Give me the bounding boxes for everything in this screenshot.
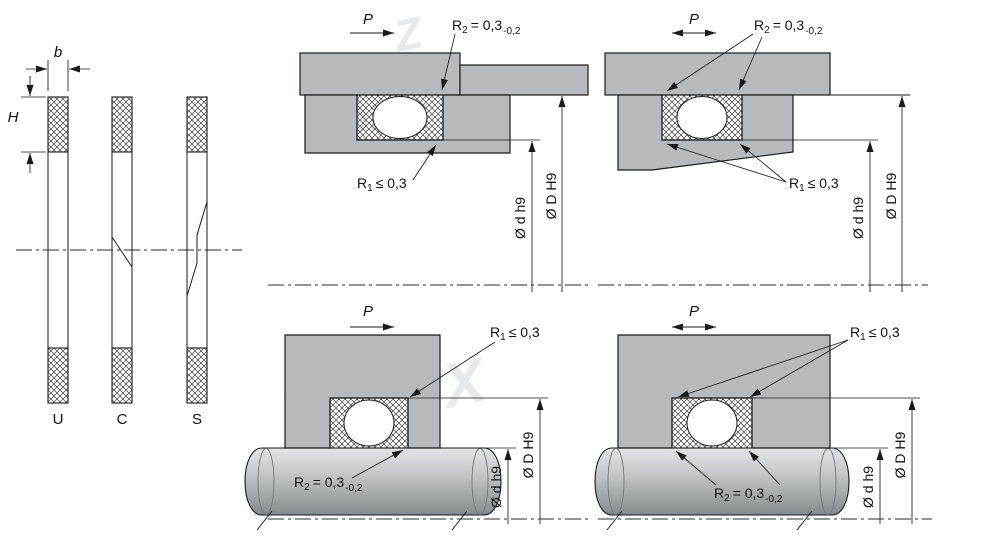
rod-end-cap [257,448,275,515]
leader-line [666,33,754,92]
dia-groove-label: Ø d h9 [850,197,866,239]
r1-radius-label: R1≤ 0,3 [789,175,839,194]
pressure-label: P [363,11,373,28]
dia-groove-label: Ø d h9 [512,197,528,239]
dia-groove-label: Ø d h9 [860,466,876,508]
r1-radius-label: R1≤ 0,3 [357,175,407,194]
rod-end-cap [607,448,625,515]
r2-radius-label: R2= 0,3-0,2 [294,474,363,494]
leader-line [409,341,496,398]
profile-type-label: S [192,411,202,428]
leader-line [739,143,787,183]
ring-section-hatch [47,347,69,404]
diagram-rod-seal-double: P Ø d h9 Ø D H9 R1≤ 0,3 R2= 0,3-0,2 [594,303,932,531]
pressure-label: P [689,303,699,320]
o-ring [343,399,395,447]
leader-line [351,449,404,479]
r2-radius-label: R2= 0,3-0,2 [714,485,783,505]
r2-radius-label: R2= 0,3-0,2 [754,17,823,37]
support-tick [451,510,468,531]
profile-ring-c [111,96,133,404]
angle-cut-line [111,236,133,268]
rod-cylinder [594,447,850,516]
ring-section-hatch [186,96,208,153]
ring-section-hatch [47,96,69,153]
width-dimension-label: b [54,44,62,61]
r1-radius-label: R1≤ 0,3 [850,324,900,343]
profile-type-label: C [117,411,128,428]
o-ring [686,399,738,447]
rod-cylinder [244,447,502,516]
support-tick [256,510,273,531]
dia-groove-label: Ø d h9 [488,466,504,508]
leader-line [677,339,849,398]
watermark-letter: X [434,345,495,422]
o-ring [676,96,728,139]
rod-end-cap [471,448,489,515]
step-cut-line [186,201,208,297]
dia-bore-label: Ø D H9 [520,431,536,478]
leader-line [738,36,763,91]
diagram-piston-seal-double: P Ø d h9 Ø D H9 R2= 0,3-0,2 R1≤ 0,3 [598,11,928,292]
o-ring [372,96,428,139]
leader-line [441,33,456,91]
housing-block [459,64,589,96]
pressure-label: P [363,303,373,320]
dia-bore-label: Ø D H9 [883,172,899,219]
leader-line [675,450,717,486]
leader-line [749,339,849,398]
r2-radius-label: R2= 0,3-0,2 [452,17,521,37]
housing-block [604,52,831,96]
housing-block [299,52,461,96]
dia-bore-label: Ø D H9 [543,172,559,219]
r1-radius-label: R1≤ 0,3 [490,324,540,343]
leader-line [412,144,437,181]
leader-line [748,450,781,486]
dimension-h: H [8,76,46,173]
dia-bore-label: Ø D H9 [892,431,908,478]
support-tick [606,510,623,531]
diagram-rod-seal-single: P Ø d h9 Ø D H9 R1≤ 0,3 R2= 0,3-0,2 [244,303,590,531]
profile-section: b H U C [8,44,242,428]
dimension-b: b [26,44,90,91]
height-dimension-label: H [8,109,19,126]
profile-type-label: U [53,411,64,428]
ring-section-hatch [111,96,133,153]
leader-line [666,143,787,183]
support-tick [796,510,813,531]
diagram-piston-seal-single: P Ø d h9 Ø D H9 R2= 0,3-0,2 R1≤ 0,3 [268,11,590,292]
ring-section-hatch [111,347,133,404]
ring-section-hatch [186,347,208,404]
pressure-label: P [689,11,699,28]
